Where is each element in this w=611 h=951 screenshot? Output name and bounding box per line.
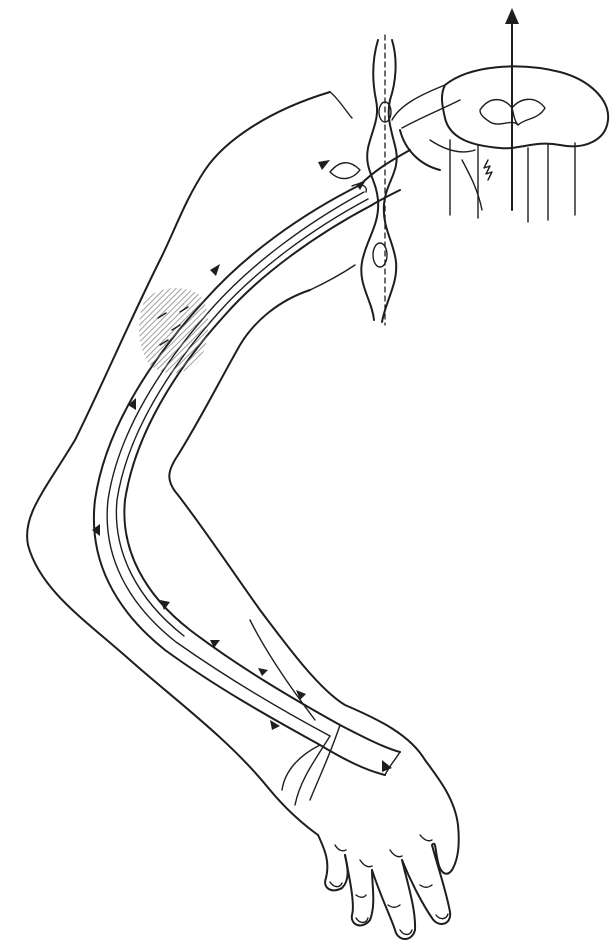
ascending-arrow [505,8,519,210]
compression-site [139,288,208,373]
nerve-bundle [94,185,400,805]
arm-outline [27,92,425,835]
spinal-cord-section [442,66,608,222]
hand [318,760,459,939]
plexus [330,85,475,205]
nerve-signal-arrows [92,160,392,772]
